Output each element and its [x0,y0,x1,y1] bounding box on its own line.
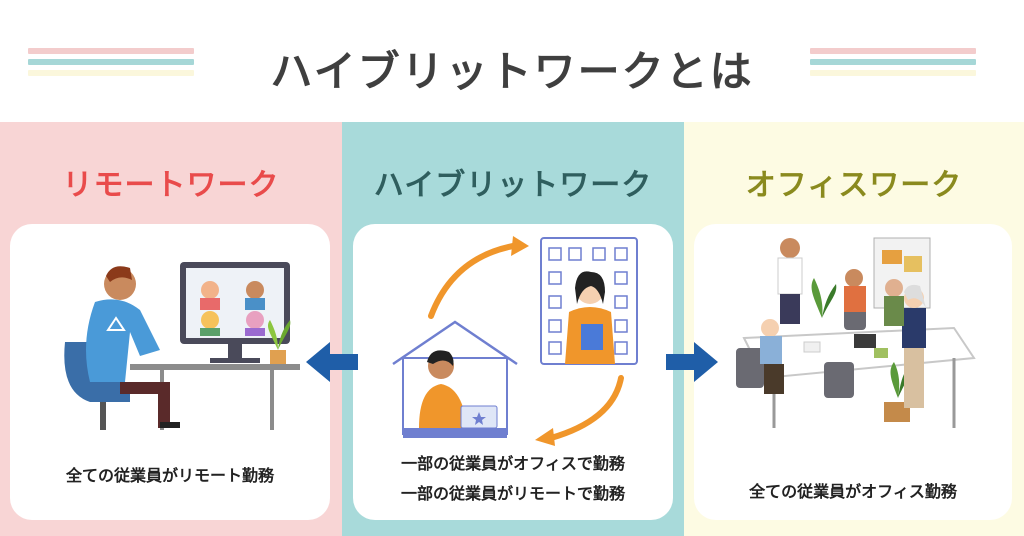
arrow-left-icon [306,342,358,382]
remote-work-caption: 全ての従業員がリモート勤務 [65,466,274,485]
remote-work-heading: リモートワーク [62,168,280,203]
title-stripes-left [28,48,194,81]
office-work-card: 全ての従業員がオフィス勤務 [694,224,1012,520]
office-work-heading: オフィスワーク [745,168,963,203]
hybrid-cycle-illustration [392,236,638,446]
page-title: ハイブリットワークとは [270,47,754,96]
hybrid-work-heading: ハイブリットワーク [373,168,653,203]
hybrid-work-panel: ハイブリットワーク [342,122,684,536]
hybrid-work-caption-line1: 一部の従業員がオフィスで勤務 [401,454,625,473]
office-meeting-illustration [736,237,976,428]
hybrid-work-card: 一部の従業員がオフィスで勤務 一部の従業員がリモートで勤務 [353,224,673,520]
remote-work-card: 全ての従業員がリモート勤務 [10,224,330,520]
office-work-caption: 全ての従業員がオフィス勤務 [749,482,957,501]
hybrid-work-caption-line2: 一部の従業員がリモートで勤務 [400,484,625,503]
remote-work-panel: リモートワーク [0,122,342,536]
title-stripes-right [810,48,976,81]
remote-worker-illustration [64,262,300,430]
office-work-panel: オフィスワーク [684,122,1024,536]
arrow-right-icon [666,342,718,382]
